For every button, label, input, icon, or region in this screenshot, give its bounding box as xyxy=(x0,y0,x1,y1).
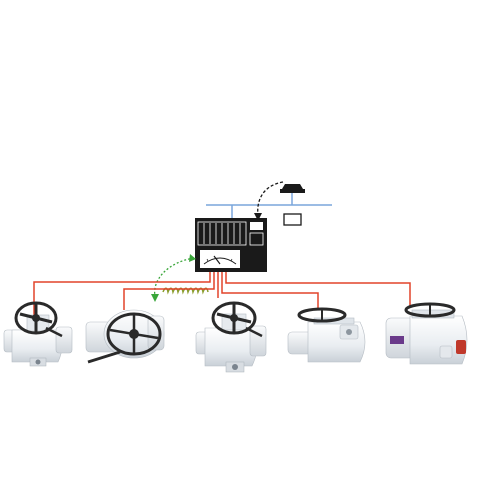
valve-actuator-icon xyxy=(385,302,468,365)
wireless-link xyxy=(151,254,196,302)
valve-actuator-icon xyxy=(3,301,73,367)
valve-actuator-icon xyxy=(287,307,366,363)
dashed-arrow xyxy=(254,181,284,221)
valve-actuator-icon xyxy=(85,309,165,364)
bus-wiring xyxy=(33,272,411,318)
valve-actuator-icon xyxy=(195,301,267,373)
network-node-icon xyxy=(280,184,305,193)
small-box-icon xyxy=(283,213,302,226)
control-cabinet-icon xyxy=(195,218,267,272)
network-line xyxy=(206,193,332,218)
